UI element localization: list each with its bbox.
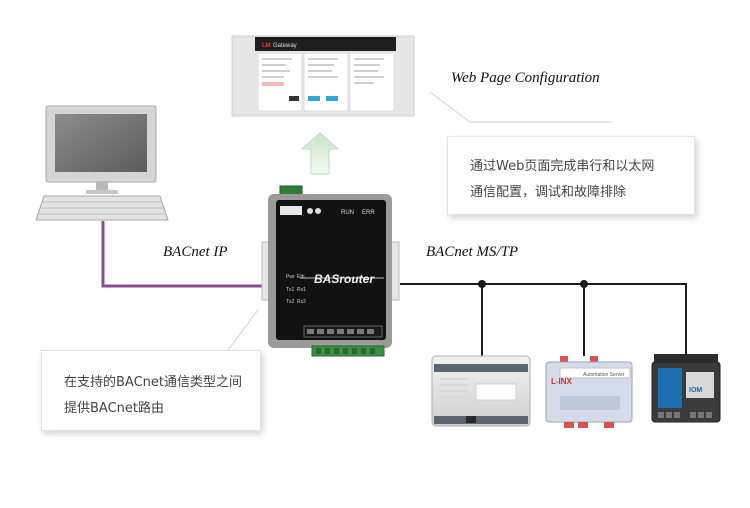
bacnet-mstp-label: BACnet MS/TP xyxy=(426,244,519,260)
web-config-desc-line1: 通过Web页面完成串行和以太网 xyxy=(470,159,655,174)
web-callout-pointer xyxy=(429,91,612,123)
routing-desc-line1: 在支持的BACnet通信类型之间 xyxy=(64,375,242,390)
iom-label: IOM xyxy=(689,387,702,394)
led-err-label: ERR xyxy=(362,210,375,216)
gateway-web-window: LM Gateway xyxy=(231,35,415,117)
web-config-callout: 通过Web页面完成串行和以太网 通信配置，调试和故障排除 xyxy=(447,136,695,215)
web-config-desc-line2: 通信配置，调试和故障排除 xyxy=(470,185,627,200)
port-label-rx2: Rx2 xyxy=(297,299,306,305)
routing-callout: 在支持的BACnet通信类型之间 提供BACnet路由 xyxy=(41,350,261,431)
gateway-logo: LM xyxy=(262,43,271,49)
computer-monitor xyxy=(45,105,157,194)
router-name: BASrouter xyxy=(314,272,375,286)
port-label-tx2: Tx2 xyxy=(286,299,295,305)
web-config-label: Web Page Configuration xyxy=(451,70,600,86)
bacnet-controller-device xyxy=(431,355,531,427)
routing-desc-line2: 提供BACnet路由 xyxy=(64,401,164,416)
mstp-bus xyxy=(400,280,687,356)
lin-brand: L-INX xyxy=(551,377,573,386)
bacnet-ip-cable xyxy=(101,221,272,288)
port-label-tx1: Tx1 xyxy=(286,287,295,293)
lin-server-text: Automation Server xyxy=(583,372,625,378)
led-run-label: RUN xyxy=(341,210,354,216)
router-callout-pointer xyxy=(227,309,259,351)
gateway-title: Gateway xyxy=(273,43,297,49)
keyboard xyxy=(35,195,169,221)
port-label-rx1: Rx1 xyxy=(297,287,306,293)
lin-automation-server: L-INX Automation Server xyxy=(545,356,633,428)
upload-arrow-icon xyxy=(300,132,340,175)
iom-module: IOM xyxy=(651,354,721,423)
port-label-eth: Eth xyxy=(297,274,305,280)
basrouter-device: RUN ERR BASrouter Pwr Tx1 Rx1 Eth Tx2 Rx… xyxy=(261,185,400,357)
bacnet-ip-label: BACnet IP xyxy=(163,244,228,260)
port-label-pwr: Pwr xyxy=(286,274,295,280)
